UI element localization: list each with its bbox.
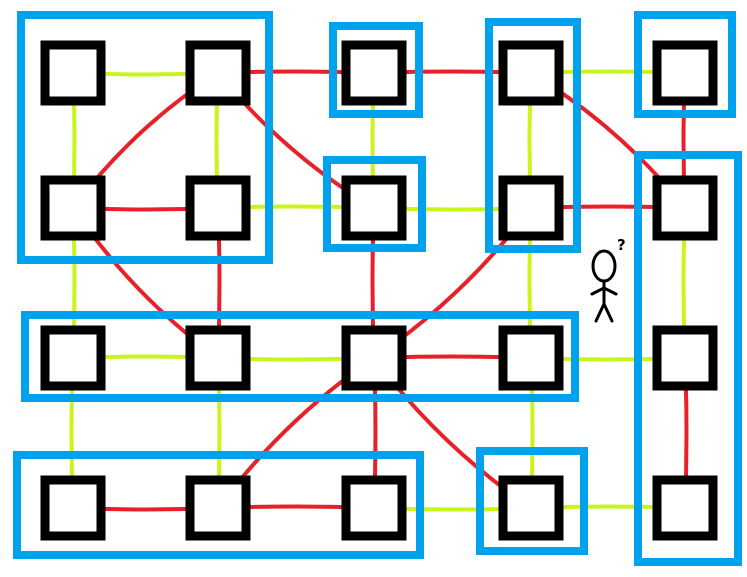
person-head bbox=[591, 249, 617, 283]
node-n33 bbox=[498, 475, 564, 541]
node-n03 bbox=[498, 40, 564, 106]
person-question-mark: ? bbox=[617, 236, 626, 254]
node-n30 bbox=[40, 475, 106, 541]
group-outline-g8 bbox=[13, 451, 424, 559]
person-leg-right bbox=[602, 302, 614, 323]
person-leg-left bbox=[594, 302, 606, 323]
node-n00 bbox=[40, 40, 106, 106]
group-outline-g7 bbox=[21, 311, 579, 402]
confused-person-figure: ? bbox=[590, 236, 626, 323]
group-outline-g9 bbox=[476, 447, 588, 555]
node-n21 bbox=[185, 325, 251, 391]
node-n23 bbox=[498, 325, 564, 391]
node-n34 bbox=[652, 475, 718, 541]
person-arm-right bbox=[602, 286, 618, 296]
node-n01 bbox=[185, 40, 251, 106]
node-n14 bbox=[652, 175, 718, 241]
group-outline-g2 bbox=[329, 22, 423, 118]
group-outline-g4 bbox=[485, 18, 581, 253]
node-n32 bbox=[341, 475, 407, 541]
node-n10 bbox=[40, 175, 106, 241]
node-n20 bbox=[40, 325, 106, 391]
node-n02 bbox=[341, 40, 407, 106]
group-outline-g5 bbox=[634, 11, 736, 118]
node-n13 bbox=[498, 175, 564, 241]
node-n04 bbox=[652, 40, 718, 106]
node-layer bbox=[40, 40, 718, 541]
node-n12 bbox=[341, 175, 407, 241]
group-outline-g3 bbox=[323, 156, 426, 252]
node-n22 bbox=[341, 325, 407, 391]
person-arm-left bbox=[590, 286, 606, 296]
edge-layer bbox=[69, 69, 689, 512]
node-n24 bbox=[652, 325, 718, 391]
node-n31 bbox=[185, 475, 251, 541]
group-layer bbox=[13, 11, 742, 566]
group-outline-g6 bbox=[634, 151, 742, 566]
node-n11 bbox=[185, 175, 251, 241]
group-outline-g1 bbox=[17, 11, 273, 264]
